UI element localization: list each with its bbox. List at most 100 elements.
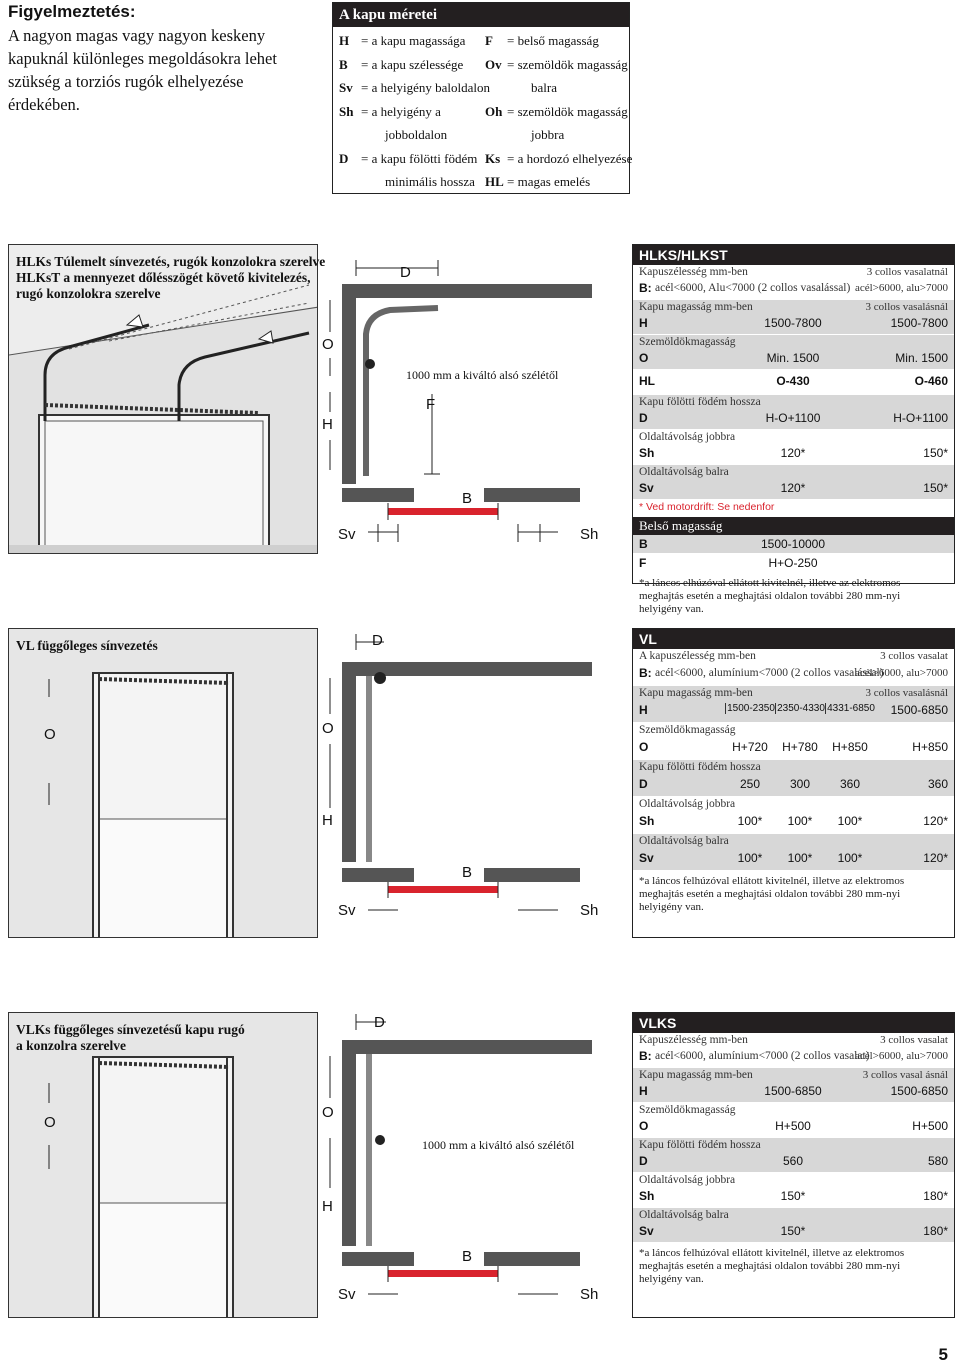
dim-label-sv: Sv <box>338 1286 356 1303</box>
spec-value-3collos: 120* <box>923 814 948 828</box>
spec-red-note: * Ved motordrift: Se nedenfor <box>633 500 954 517</box>
spec-value-2collos: O-430 <box>776 374 810 388</box>
legend-symbol: Oh <box>485 103 503 119</box>
spec-row-value: acél<6000, alumínium<7000 (2 collos vasa… <box>655 1050 870 1062</box>
spec-value-3collos: Min. 1500 <box>895 351 948 365</box>
vlks-title-line: a konzolra szerelve <box>16 1038 126 1053</box>
spec-row-label: Oldaltávolság jobbra <box>639 1174 736 1186</box>
dim-label-b: B <box>462 864 473 881</box>
spec-value-2collos: Min. 1500 <box>766 351 820 365</box>
legend-entry: minimális hossza <box>339 170 490 194</box>
dim-label-sh: Sh <box>580 902 599 919</box>
legend-entry: D= a kapu fölötti födém <box>339 147 490 171</box>
legend-entry: jobbra <box>485 123 632 147</box>
legend-text: jobboldalon <box>385 127 448 142</box>
legend-entry: B= a kapu szélessége <box>339 53 490 77</box>
vl-garage-drawing <box>9 629 317 937</box>
spec-value-3collos: 180* <box>923 1189 948 1203</box>
spec-value-3collos: 180* <box>923 1224 948 1238</box>
legend-text: jobbra <box>531 127 565 142</box>
dim-label-h: H <box>322 812 333 829</box>
spec-row-symbol: O <box>639 1119 649 1133</box>
spec-row-right-label: 3 collos vasal ásnál <box>862 1069 948 1081</box>
spec-value-2collos: 560 <box>782 1154 804 1168</box>
vl-illu-label-o: O <box>44 726 56 743</box>
dim-note: 1000 mm a kiváltó alsó szélétől <box>406 368 559 382</box>
spec-row-symbol: Sh <box>639 1189 655 1203</box>
spec-row-symbol: F <box>639 556 647 570</box>
spec-row-symbol: Sv <box>639 1224 654 1238</box>
legend-text: = a hordozó elhelyezése <box>507 150 633 166</box>
spec-row-symbol: B: <box>639 1049 652 1063</box>
legend-entry: balra <box>485 76 632 100</box>
spec-row-right-label: 3 collos vasalat <box>880 1034 948 1046</box>
vlks-title-line: VLKs függőleges sínvezetésű kapu rugó <box>16 1022 245 1037</box>
legend-entry: jobboldalon <box>339 123 490 147</box>
spec-range-value: 300 <box>789 777 811 791</box>
spec-row-symbol: B: <box>639 666 652 680</box>
legend-entry: H= a kapu magassága <box>339 29 490 53</box>
spec-row-value: H+O-250 <box>768 556 818 570</box>
legend-text: = magas emelés <box>507 174 591 189</box>
spec-range-value: H+850 <box>832 740 868 754</box>
spec-value-3collos: 120* <box>923 851 948 865</box>
dim-label-d: D <box>372 632 383 649</box>
spec-value-3collos: 580 <box>927 1154 948 1168</box>
legend-symbol: HL <box>485 174 504 189</box>
spec-row-symbol: Sv <box>639 851 654 865</box>
spec-row-symbol: B: <box>639 281 652 295</box>
spec-row-symbol: D <box>639 411 648 425</box>
spec-range-value: 100* <box>837 851 863 865</box>
page-number: 5 <box>938 1345 948 1364</box>
spec-value-3collos: 150* <box>923 481 948 495</box>
hlks-title-line: HLKsT a mennyezet dőlésszögét követő kiv… <box>16 270 311 285</box>
spec-row-label: Kapu fölötti födém hossza <box>639 1139 761 1151</box>
legend-entry: Ov= szemöldök magasság <box>485 53 632 77</box>
spec-row-symbol: O <box>639 740 649 754</box>
spec-footnote: *a láncos elhúzóval ellátott kivitelnél,… <box>639 577 901 615</box>
spec-value-2collos: 1500-6850 <box>764 1084 822 1098</box>
spec-value-2collos: 120* <box>780 481 806 495</box>
hlks-illustration <box>8 244 318 554</box>
spec-row-label: Kapu magasság mm-ben <box>639 1069 753 1081</box>
spec-value-3collos: 1500-7800 <box>890 316 948 330</box>
legend-text: = a kapu szélessége <box>361 56 464 72</box>
dim-label-o: O <box>322 1104 334 1121</box>
dim-label-h: H <box>322 1198 333 1215</box>
spec-row-symbol: B <box>639 537 648 551</box>
spec-row: Kapu magasság mm-ben 3 collos vasal ásnál… <box>633 1068 954 1103</box>
spec-row-right-label: 3 collos vasalat <box>880 650 948 662</box>
legend-entry: HL= magas emelés <box>485 170 632 194</box>
hlks-garage-drawing <box>9 245 317 553</box>
spec-value-2collos: 150* <box>780 1189 806 1203</box>
spec-row-right-label: 3 collos vasalásnál <box>865 687 948 699</box>
spec-row-right-label: 3 collos vasalásnál <box>865 301 948 313</box>
spec-row-symbol: H <box>639 703 648 717</box>
dim-label-h: H <box>322 416 333 433</box>
dim-label-d: D <box>374 1014 385 1031</box>
legend-text: = a kapu magassága <box>361 33 466 48</box>
spec-value-3collos: O-460 <box>914 374 948 388</box>
vlks-table-title: VLKS <box>633 1013 954 1033</box>
spec-row-label: Kapu fölötti födém hossza <box>639 396 761 408</box>
spec-row-symbol: O <box>639 351 649 365</box>
spec-range-value: H+780 <box>782 740 818 754</box>
warning-title: Figyelmeztetés: <box>8 2 136 21</box>
legend-entry: Sh= a helyigény a <box>339 100 490 124</box>
